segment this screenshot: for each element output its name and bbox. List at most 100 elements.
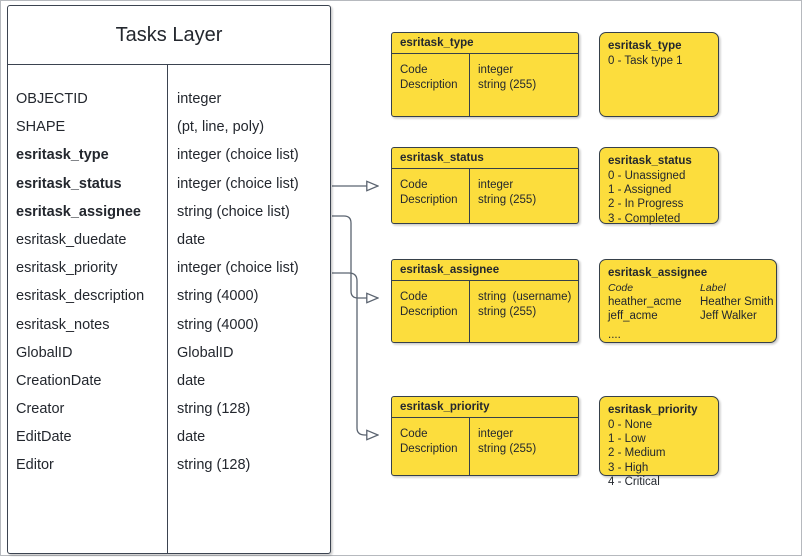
field-type: date: [177, 372, 206, 389]
domain-field-code: Code: [400, 64, 428, 76]
field-name: esritask_assignee: [16, 203, 141, 220]
field-type: string (choice list): [177, 203, 290, 220]
domain-table-esritask-status: esritask_status Code Description integer…: [391, 147, 579, 224]
field-type: string (4000): [177, 288, 259, 305]
domain-values-title: esritask_assignee: [608, 267, 708, 279]
domain-table-title: esritask_status: [392, 148, 578, 169]
field-name: esritask_duedate: [16, 231, 127, 248]
domain-table-body: Code Description integer string (255): [392, 54, 578, 116]
field-name: Creator: [16, 401, 65, 418]
domain-table-right-column: integer string (255): [470, 54, 578, 116]
domain-values-title: esritask_type: [608, 40, 682, 52]
field-name: esritask_priority: [16, 260, 118, 277]
domain-value-code: heather_acme: [608, 296, 682, 308]
field-name: SHAPE: [16, 119, 66, 136]
domain-field-code: Code: [400, 179, 428, 191]
domain-value-item: 2 - In Progress: [608, 198, 684, 211]
domain-type-description: string (255): [478, 193, 537, 206]
domain-type-description: string (255): [478, 78, 537, 91]
domain-field-description: Description: [400, 193, 458, 206]
domain-table-esritask-assignee: esritask_assignee Code Description strin…: [391, 259, 579, 343]
field-type: string (4000): [177, 316, 259, 333]
domain-values-header-row: Code Label: [608, 281, 776, 295]
page-title: Tasks Layer: [8, 6, 330, 65]
domain-value-item: 0 - Unassigned: [608, 170, 686, 182]
domain-value-row: heather_acme Heather Smith: [608, 295, 776, 309]
domain-type-description: string (255): [478, 305, 537, 318]
domain-values-list: heather_acme Heather Smith jeff_acme Jeff W…: [608, 295, 776, 323]
domain-values-header-label: Label: [700, 282, 726, 294]
domain-values-esritask-type: esritask_type 0 - Task type 1: [599, 32, 719, 117]
field-type: integer (choice list): [177, 175, 299, 192]
domain-type-code: integer: [478, 179, 514, 191]
field-type: GlobalID: [177, 344, 234, 361]
field-name: CreationDate: [16, 372, 102, 389]
field-name: Editor: [16, 457, 54, 474]
domain-table-left-column: Code Description: [392, 281, 470, 342]
domain-value-row: jeff_acme Jeff Walker: [608, 309, 776, 323]
domain-values-esritask-status: esritask_status 0 - Unassigned 1 - Assign…: [599, 147, 719, 226]
field-type: date: [177, 231, 206, 248]
field-name-column: OBJECTID SHAPE esritask_type esritask_statu…: [8, 65, 168, 553]
domain-type-code: string (username): [478, 291, 572, 303]
domain-table-right-column: string (username) string (255): [470, 281, 578, 342]
domain-table-body: Code Description integer string (255): [392, 169, 578, 223]
connector-assignee: [332, 215, 378, 298]
domain-table-left-column: Code Description: [392, 169, 470, 223]
domain-value-item: 1 - Assigned: [608, 184, 672, 197]
field-name: OBJECTID: [16, 91, 88, 107]
entity-field-table: OBJECTID SHAPE esritask_type esritask_statu…: [8, 65, 330, 553]
domain-values-list: 0 - Task type 1: [608, 54, 718, 68]
domain-field-description: Description: [400, 78, 458, 91]
domain-value-item: 0 - Task type 1: [608, 55, 683, 67]
domain-field-code: Code: [400, 291, 428, 303]
domain-value-item: 0 - None: [608, 419, 653, 431]
field-type: (pt, line, poly): [177, 119, 265, 136]
field-type: integer: [177, 91, 222, 107]
domain-table-title: esritask_priority: [392, 397, 578, 418]
domain-value-label: Jeff Walker: [700, 310, 757, 323]
domain-table-right-column: integer string (255): [470, 169, 578, 223]
domain-table-esritask-type: esritask_type Code Description integer s…: [391, 32, 579, 117]
domain-table-left-column: Code Description: [392, 54, 470, 116]
domain-table-esritask-priority: esritask_priority Code Description integ…: [391, 396, 579, 476]
field-name: EditDate: [16, 429, 72, 446]
field-name: esritask_type: [16, 147, 109, 164]
field-name: GlobalID: [16, 344, 73, 361]
domain-table-body: Code Description integer string (255): [392, 418, 578, 475]
domain-values-esritask-assignee: esritask_assignee Code Label heather_acm…: [599, 259, 777, 343]
domain-value-item: 1 - Low: [608, 433, 646, 446]
domain-table-left-column: Code Description: [392, 418, 470, 475]
domain-type-code: integer: [478, 64, 514, 76]
domain-value-item: 2 - Medium: [608, 447, 666, 460]
domain-table-title: esritask_assignee: [392, 260, 578, 281]
field-name: esritask_notes: [16, 316, 110, 333]
field-name: esritask_status: [16, 175, 122, 192]
domain-type-description: string (255): [478, 442, 537, 455]
domain-values-title: esritask_priority: [608, 404, 698, 416]
connector-priority: [332, 272, 378, 435]
domain-type-code: integer: [478, 428, 514, 440]
domain-values-ellipsis: ....: [608, 329, 621, 342]
domain-values-title: esritask_status: [608, 155, 692, 167]
field-type-column: integer (pt, line, poly) integer (choice l…: [168, 65, 330, 553]
domain-field-code: Code: [400, 428, 428, 440]
field-type: integer (choice list): [177, 260, 299, 277]
field-type: string (128): [177, 457, 251, 474]
domain-value-item: 3 - Completed: [608, 212, 681, 225]
field-type: date: [177, 429, 206, 446]
domain-table-title: esritask_type: [392, 33, 578, 54]
field-type: integer (choice list): [177, 147, 299, 164]
domain-field-description: Description: [400, 305, 458, 318]
domain-field-description: Description: [400, 442, 458, 455]
domain-values-header-code: Code: [608, 282, 634, 294]
domain-value-item: 3 - High: [608, 461, 649, 474]
domain-value-code: jeff_acme: [608, 310, 658, 323]
domain-value-label: Heather Smith: [700, 296, 774, 308]
domain-table-body: Code Description string (username) strin…: [392, 281, 578, 342]
